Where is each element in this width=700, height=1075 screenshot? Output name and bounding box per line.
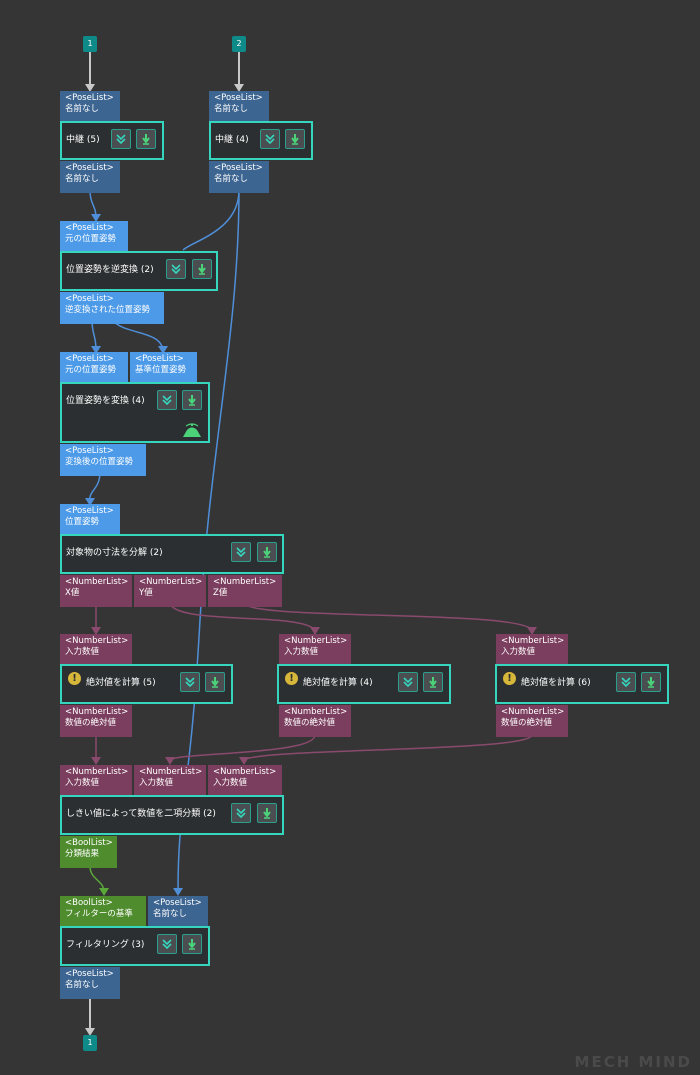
download-arrow-icon[interactable] bbox=[285, 129, 305, 149]
collapse-chevron-icon[interactable] bbox=[166, 259, 186, 279]
abs6-step[interactable]: ! 絶対値を計算 (6) bbox=[495, 664, 669, 704]
output-terminal-1[interactable]: 1 bbox=[83, 1035, 97, 1051]
step-title: しきい値によって数値を二項分類 (2) bbox=[66, 809, 216, 819]
step-title: 位置姿勢を変換 (4) bbox=[66, 396, 145, 406]
step-title: フィルタリング (3) bbox=[66, 940, 145, 950]
warning-icon: ! bbox=[68, 672, 81, 685]
invert-poses-step[interactable]: 位置姿勢を逆変換 (2) bbox=[60, 251, 218, 291]
download-arrow-icon[interactable] bbox=[182, 390, 202, 410]
abs4-step[interactable]: ! 絶対値を計算 (4) bbox=[277, 664, 451, 704]
download-arrow-icon[interactable] bbox=[205, 672, 225, 692]
wire-z-abs6 bbox=[243, 603, 533, 631]
download-arrow-icon[interactable] bbox=[423, 672, 443, 692]
warning-icon: ! bbox=[285, 672, 298, 685]
step-title: 中継 (4) bbox=[215, 135, 249, 145]
binary-classify-step[interactable]: しきい値によって数値を二項分類 (2) bbox=[60, 795, 284, 835]
wire-abs6-classify bbox=[243, 734, 533, 761]
collapse-chevron-icon[interactable] bbox=[111, 129, 131, 149]
step-title: 対象物の寸法を分解 (2) bbox=[66, 548, 163, 558]
decompose-output-x[interactable]: <NumberList>X値 bbox=[60, 575, 132, 607]
collapse-chevron-icon[interactable] bbox=[398, 672, 418, 692]
abs4-input-port[interactable]: <NumberList>入力数値 bbox=[279, 634, 351, 666]
decompose-output-y[interactable]: <NumberList>Y値 bbox=[134, 575, 206, 607]
collapse-chevron-icon[interactable] bbox=[157, 934, 177, 954]
wire-invert-transform2 bbox=[111, 319, 164, 351]
wire-y-abs4 bbox=[169, 603, 316, 631]
invert-input-port[interactable]: <PoseList>元の位置姿勢 bbox=[60, 221, 128, 253]
collapse-chevron-icon[interactable] bbox=[260, 129, 280, 149]
wire-relay5-invert bbox=[89, 189, 97, 219]
filter-input-port-2[interactable]: <PoseList>名前なし bbox=[148, 896, 208, 928]
collapse-chevron-icon[interactable] bbox=[616, 672, 636, 692]
abs5-output-port[interactable]: <NumberList>数値の絶対値 bbox=[60, 705, 132, 737]
abs6-input-port[interactable]: <NumberList>入力数値 bbox=[496, 634, 568, 666]
wire-relay4-invert bbox=[182, 189, 240, 251]
decompose-dimensions-step[interactable]: 対象物の寸法を分解 (2) bbox=[60, 534, 284, 574]
download-arrow-icon[interactable] bbox=[182, 934, 202, 954]
warning-icon: ! bbox=[503, 672, 516, 685]
relay5-input-port[interactable]: <PoseList>名前なし bbox=[60, 91, 120, 123]
abs5-input-port[interactable]: <NumberList>入力数値 bbox=[60, 634, 132, 666]
download-arrow-icon[interactable] bbox=[136, 129, 156, 149]
abs6-output-port[interactable]: <NumberList>数値の絶対値 bbox=[496, 705, 568, 737]
download-arrow-icon[interactable] bbox=[257, 803, 277, 823]
collapse-chevron-icon[interactable] bbox=[231, 542, 251, 562]
wire-invert-transform1 bbox=[91, 319, 97, 351]
transform-output-port[interactable]: <PoseList>変換後の位置姿勢 bbox=[60, 444, 146, 476]
classify-output-port[interactable]: <BoolList>分類結果 bbox=[60, 836, 117, 868]
download-arrow-icon[interactable] bbox=[257, 542, 277, 562]
relay5-step[interactable]: 中継 (5) bbox=[60, 121, 164, 160]
filter-input-port-1[interactable]: <BoolList>フィルターの基準 bbox=[60, 896, 146, 928]
input-terminal-1[interactable]: 1 bbox=[83, 36, 97, 52]
filter-output-port[interactable]: <PoseList>名前なし bbox=[60, 967, 120, 999]
collapse-chevron-icon[interactable] bbox=[180, 672, 200, 692]
step-title: 絶対値を計算 (5) bbox=[86, 678, 156, 688]
download-arrow-icon[interactable] bbox=[641, 672, 661, 692]
wire-transform-decompose bbox=[89, 471, 101, 503]
classify-input-port-2[interactable]: <NumberList>入力数値 bbox=[134, 765, 206, 797]
abs4-output-port[interactable]: <NumberList>数値の絶対値 bbox=[279, 705, 351, 737]
brand-logo: MECH MIND bbox=[574, 1053, 692, 1071]
relay4-step[interactable]: 中継 (4) bbox=[209, 121, 313, 160]
step-title: 絶対値を計算 (4) bbox=[303, 678, 373, 688]
decompose-input-port[interactable]: <PoseList>位置姿勢 bbox=[60, 504, 120, 536]
classify-input-port-3[interactable]: <NumberList>入力数値 bbox=[208, 765, 282, 797]
visualization-icon[interactable] bbox=[182, 422, 202, 438]
transform-input-port-2[interactable]: <PoseList>基準位置姿勢 bbox=[130, 352, 197, 384]
transform-poses-step[interactable]: 位置姿勢を変換 (4) bbox=[60, 382, 210, 443]
transform-input-port-1[interactable]: <PoseList>元の位置姿勢 bbox=[60, 352, 128, 384]
step-title: 位置姿勢を逆変換 (2) bbox=[66, 265, 154, 275]
invert-output-port[interactable]: <PoseList>逆変換された位置姿勢 bbox=[60, 292, 164, 324]
relay4-output-port[interactable]: <PoseList>名前なし bbox=[209, 161, 269, 193]
collapse-chevron-icon[interactable] bbox=[157, 390, 177, 410]
step-title: 絶対値を計算 (6) bbox=[521, 678, 591, 688]
classify-input-port-1[interactable]: <NumberList>入力数値 bbox=[60, 765, 132, 797]
collapse-chevron-icon[interactable] bbox=[231, 803, 251, 823]
input-terminal-2[interactable]: 2 bbox=[232, 36, 246, 52]
wire-abs4-classify bbox=[169, 734, 316, 761]
abs5-step[interactable]: ! 絶対値を計算 (5) bbox=[60, 664, 233, 704]
filter-step[interactable]: フィルタリング (3) bbox=[60, 926, 210, 966]
decompose-output-z[interactable]: <NumberList>Z値 bbox=[208, 575, 282, 607]
relay4-input-port[interactable]: <PoseList>名前なし bbox=[209, 91, 269, 123]
step-title: 中継 (5) bbox=[66, 135, 100, 145]
download-arrow-icon[interactable] bbox=[192, 259, 212, 279]
relay5-output-port[interactable]: <PoseList>名前なし bbox=[60, 161, 120, 193]
